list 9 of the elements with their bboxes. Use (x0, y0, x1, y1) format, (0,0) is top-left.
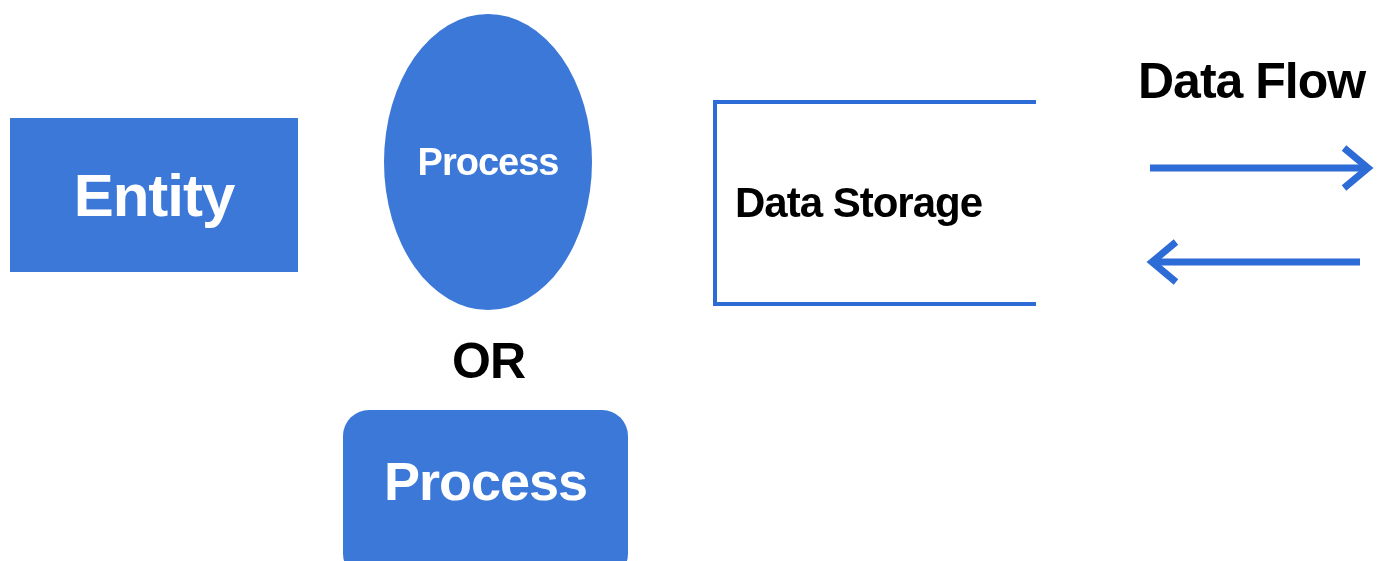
process-box (343, 410, 628, 561)
node-label: Process (417, 140, 559, 184)
data-store (713, 100, 1036, 306)
entity-box (10, 118, 298, 272)
data-flow-label: Data Flow (1138, 52, 1366, 110)
or-text: OR (452, 332, 525, 390)
node-label: Data Storage (735, 179, 983, 227)
node-label: Process (383, 450, 588, 512)
node-label: Entity (73, 160, 235, 230)
